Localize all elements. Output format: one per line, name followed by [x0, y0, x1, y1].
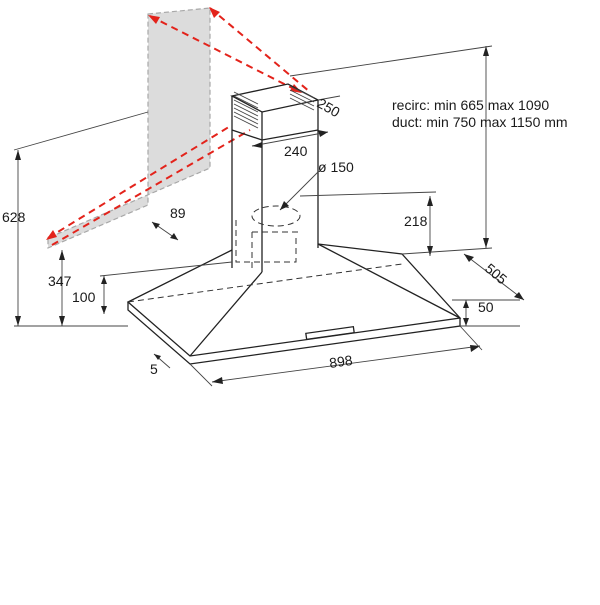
- note-duct: duct: min 750 max 1150 mm: [392, 114, 568, 130]
- dim-89: 89: [170, 205, 186, 221]
- dim-218: 218: [404, 213, 428, 229]
- dim-240: 240: [284, 143, 308, 159]
- duct-outlet: [235, 205, 301, 270]
- chimney-extension-lines: [46, 7, 311, 246]
- chimney: [230, 83, 320, 272]
- dim-898: 898: [328, 352, 354, 371]
- dim-250: 250: [315, 95, 343, 121]
- dim-347: 347: [48, 273, 72, 289]
- dim-50: 50: [478, 299, 494, 315]
- dimension-labels: 628 347 100 89 250 240 ø 150 218 505 50 …: [2, 95, 510, 377]
- control-panel: [305, 325, 355, 341]
- wall-bracket: [47, 7, 211, 249]
- note-recirc: recirc: min 665 max 1090: [392, 97, 549, 113]
- installation-notes: recirc: min 665 max 1090 duct: min 750 m…: [392, 97, 568, 130]
- dim-100: 100: [72, 289, 96, 305]
- dim-duct-diameter: ø 150: [318, 159, 354, 175]
- hood-body: [126, 243, 462, 365]
- dimension-lines: [13, 45, 525, 387]
- dim-505: 505: [482, 260, 510, 287]
- chimney-louvres: [233, 85, 315, 129]
- dim-5: 5: [150, 361, 158, 377]
- dim-628: 628: [2, 209, 26, 225]
